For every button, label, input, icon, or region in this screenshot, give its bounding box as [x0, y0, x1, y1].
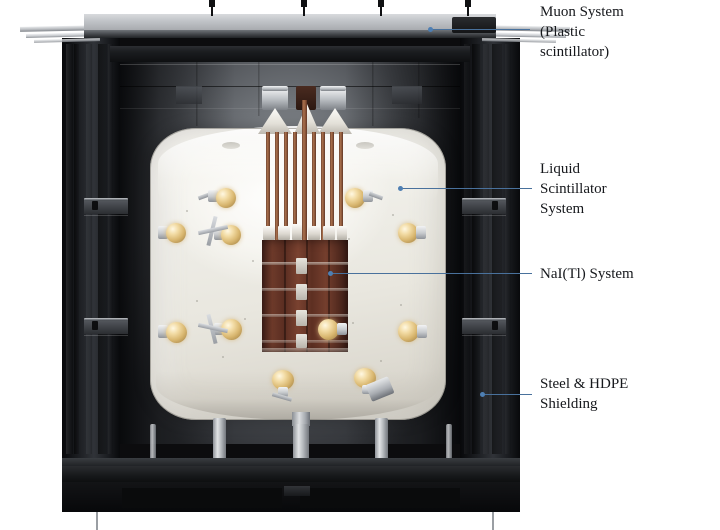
- copper-rod-4: [293, 132, 297, 240]
- nai-window-3: [296, 310, 307, 326]
- leader-line-liquid-scintillator: [400, 188, 532, 189]
- shield-wall-left: [62, 38, 120, 458]
- leader-dot-nai: [328, 271, 333, 276]
- cavity-seam-3: [120, 108, 460, 109]
- base-inset-left: [122, 488, 282, 508]
- nai-window-1: [296, 258, 307, 274]
- nai-window-4: [296, 334, 307, 348]
- floor-marker-right: [492, 512, 494, 530]
- copper-rod-1: [266, 132, 270, 240]
- shield-rib-right-2: [472, 44, 480, 454]
- base-center-block: [284, 486, 310, 496]
- rod-collar-1: [263, 226, 275, 240]
- muon-slab-edge: [84, 30, 496, 38]
- leader-line-nai: [330, 273, 532, 274]
- shield-rib-left-2: [74, 44, 79, 454]
- copper-rod-6: [321, 132, 325, 240]
- base-inset-right: [300, 488, 460, 508]
- vessel-dome-top: [158, 126, 438, 202]
- rod-flange-right-cap: [320, 86, 346, 91]
- shield-rib-left-4: [98, 44, 107, 454]
- cavity-seam-2: [120, 86, 460, 87]
- leader-dot-shielding: [480, 392, 485, 397]
- rod-flange-right: [320, 88, 346, 110]
- cavity-plate-right: [392, 86, 422, 104]
- copper-rod-8: [339, 132, 343, 240]
- nai-window-2: [296, 284, 307, 300]
- label-steel-hdpe-shielding: Steel & HDPE Shielding: [540, 376, 629, 412]
- shield-rib-right-5: [505, 44, 511, 454]
- support-rod-right: [446, 424, 452, 470]
- cavity-plate-left: [176, 86, 202, 104]
- label-muon-system: Muon System (Plastic scintillator): [540, 4, 624, 60]
- vessel-port-2: [356, 142, 374, 149]
- cavity-vseam-2: [258, 56, 260, 116]
- base-platform-top: [62, 466, 520, 484]
- pmt-spider-mount-left-lower: [196, 312, 230, 346]
- shield-rib-right-4: [492, 44, 502, 454]
- shield-rib-right-1: [464, 44, 470, 454]
- shield-rib-left-3: [86, 44, 92, 454]
- base-ledge: [62, 458, 520, 468]
- shield-rib-left-1: [66, 44, 73, 454]
- cavity-vseam-3: [372, 56, 374, 126]
- cavity-seam-1: [120, 64, 460, 65]
- rod-collar-4: [308, 226, 320, 240]
- vessel-port-1: [222, 142, 240, 149]
- copper-rod-5: [312, 132, 316, 240]
- shield-rib-left-5: [108, 44, 113, 454]
- copper-rod-3: [284, 132, 288, 240]
- muon-bolt-1: [206, 0, 218, 16]
- leader-dot-liquid-scintillator: [398, 186, 403, 191]
- shield-top-lintel: [110, 46, 470, 62]
- nai-gap-1: [284, 240, 286, 352]
- leader-dot-muon: [428, 27, 433, 32]
- nai-gap-2: [306, 240, 308, 352]
- muon-scintillator-slab: [84, 14, 496, 30]
- pmt-spider-mount-left: [196, 214, 230, 248]
- label-nai-tl-system: NaI(Tl) System: [540, 266, 634, 282]
- shield-rib-right-3: [483, 44, 489, 454]
- rod-flange-left: [262, 88, 288, 110]
- copper-rod-2: [275, 132, 279, 240]
- leader-line-muon: [430, 29, 530, 30]
- rod-flange-center: [296, 86, 316, 110]
- muon-bolt-4: [462, 0, 474, 16]
- rod-collar-6: [337, 226, 347, 240]
- support-rod-left: [150, 424, 156, 470]
- rod-collar-3: [292, 224, 302, 240]
- rod-collar-5: [323, 226, 335, 240]
- support-leg-right: [375, 418, 388, 470]
- muon-bolt-2: [298, 0, 310, 16]
- nai-base-band: [262, 348, 348, 352]
- label-liquid-scintillator-system: Liquid Scintillator System: [540, 161, 607, 217]
- shield-wall-right: [460, 38, 520, 458]
- vessel-dome-bottom: [156, 350, 440, 420]
- copper-rod-7: [330, 132, 334, 240]
- leader-line-shielding: [482, 394, 532, 395]
- floor-marker-left: [96, 512, 98, 530]
- rod-collar-2: [278, 226, 290, 240]
- nai-gap-3: [328, 240, 330, 352]
- muon-bolt-3: [375, 0, 387, 16]
- support-leg-left: [213, 418, 226, 470]
- rod-flange-left-cap: [262, 86, 288, 91]
- vessel-center-post: [292, 412, 310, 426]
- copper-rod-center: [302, 100, 307, 240]
